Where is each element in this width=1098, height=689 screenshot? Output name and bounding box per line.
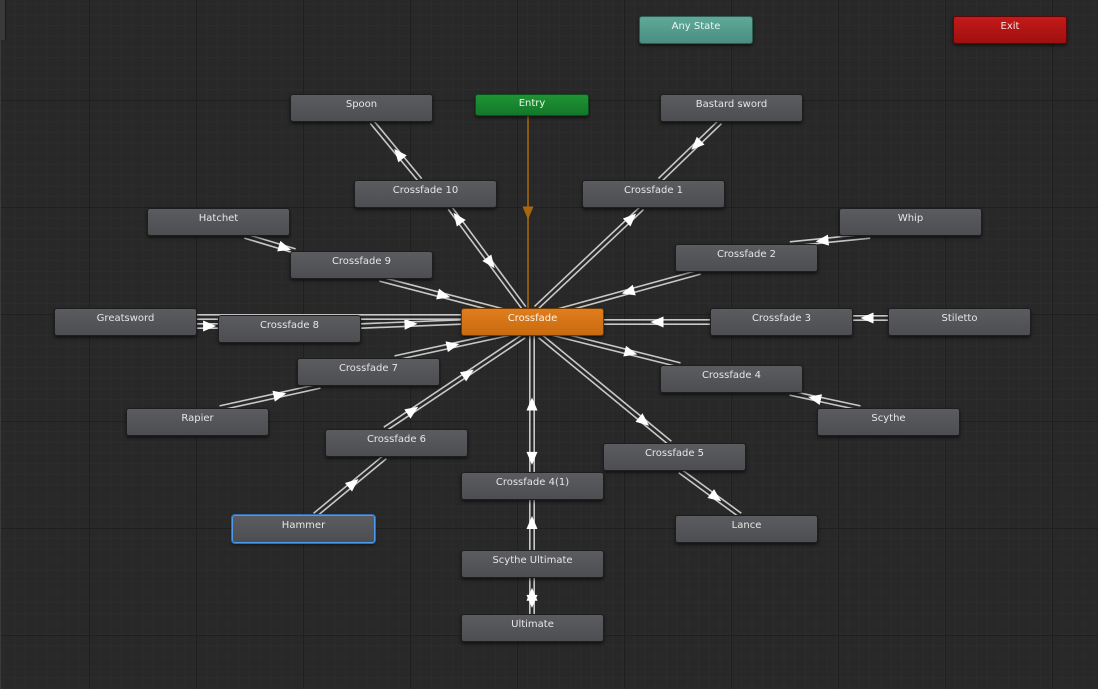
lance-crossfade5-line-2[interactable]	[678, 472, 740, 518]
spoon-crossfade10-line-2[interactable]	[373, 120, 423, 180]
crossfade3-stiletto-0-arrowhead	[860, 312, 874, 324]
state-crossfade-7[interactable]: Crossfade 7	[297, 358, 440, 386]
greatsword-crossfade8-0-arrowhead	[203, 320, 217, 332]
state-crossfade-6[interactable]: Crossfade 6	[325, 429, 468, 457]
panel-left-edge	[0, 40, 1, 689]
scytheultimate-crossfade41-0-arrowhead	[526, 516, 538, 529]
state-crossfade-5[interactable]: Crossfade 5	[603, 443, 746, 471]
bastardsword-crossfade1-line-2[interactable]	[660, 123, 723, 183]
crossfade7-crossfade-line-1[interactable]	[395, 331, 525, 361]
spoon-crossfade10-0-arrowhead	[394, 148, 407, 163]
state-whip[interactable]: Whip	[839, 208, 982, 236]
state-greatsword[interactable]: Greatsword	[54, 308, 197, 336]
crossfade6-crossfade-0-arrowhead	[404, 406, 419, 419]
state-crossfade-2[interactable]: Crossfade 2	[675, 244, 818, 272]
rapier-crossfade7-line-2[interactable]	[219, 383, 320, 407]
bastardsword-crossfade1-line-1[interactable]	[657, 119, 720, 179]
hatchet-crossfade9-line-2[interactable]	[245, 233, 296, 250]
hammer-crossfade6-0-arrowhead	[344, 478, 359, 492]
crossfade-crossfade5-0-arrowhead	[635, 413, 650, 426]
crossfade1-crossfade-0-arrowhead	[622, 213, 637, 227]
crossfade6-crossfade-1-arrowhead	[459, 369, 474, 382]
scythe-crossfade4-line-1[interactable]	[790, 390, 861, 407]
crossfade-crossfade4-line-2[interactable]	[539, 331, 680, 368]
crossfade10-crossfade-1-arrowhead	[482, 254, 495, 269]
state-stiletto[interactable]: Stiletto	[888, 308, 1031, 336]
state-crossfade-1[interactable]: Crossfade 1	[582, 180, 725, 208]
state-crossfade-10[interactable]: Crossfade 10	[354, 180, 497, 208]
state-crossfade-9[interactable]: Crossfade 9	[290, 251, 433, 279]
crossfade-crossfade3-0-arrowhead	[650, 316, 664, 328]
state-scythe[interactable]: Scythe	[817, 408, 960, 436]
crossfade-crossfade5-line-1[interactable]	[540, 333, 672, 442]
rapier-crossfade7-line-1[interactable]	[220, 387, 321, 411]
state-bastard-sword[interactable]: Bastard sword	[660, 94, 803, 122]
crossfade9-crossfade-line-2[interactable]	[380, 276, 523, 315]
crossfade2-crossfade-0-arrowhead	[621, 284, 636, 296]
state-crossfade-8[interactable]: Crossfade 8	[218, 315, 361, 343]
crossfade1-crossfade-line-2[interactable]	[536, 209, 645, 311]
crossfade-default-state[interactable]: Crossfade	[461, 308, 604, 336]
state-crossfade-4-1[interactable]: Crossfade 4(1)	[461, 472, 604, 500]
any-state-node[interactable]: Any State	[639, 16, 753, 44]
exit-node[interactable]: Exit	[953, 16, 1067, 44]
crossfade-crossfade5-line-2[interactable]	[538, 337, 670, 446]
state-crossfade-3[interactable]: Crossfade 3	[710, 308, 853, 336]
spoon-crossfade10-line-1[interactable]	[369, 122, 419, 182]
scythe-crossfade4-line-2[interactable]	[789, 394, 860, 411]
ultimate-scytheultimate-1-arrowhead	[526, 587, 538, 601]
entry-transition-arrowhead	[522, 206, 534, 220]
lance-crossfade5-line-1[interactable]	[680, 468, 742, 514]
state-scythe-ultimate[interactable]: Scythe Ultimate	[461, 550, 604, 578]
panel-tab-handle	[0, 0, 6, 40]
crossfade9-crossfade-0-arrowhead	[436, 288, 451, 300]
hatchet-crossfade9-line-1[interactable]	[244, 237, 295, 254]
rapier-crossfade7-0-arrowhead	[272, 390, 287, 402]
state-hammer[interactable]: Hammer	[232, 515, 375, 543]
crossfade41-crossfade-1-arrowhead	[526, 397, 538, 411]
scythe-crossfade4-0-arrowhead	[808, 394, 823, 406]
state-lance[interactable]: Lance	[675, 515, 818, 543]
state-hatchet[interactable]: Hatchet	[147, 208, 290, 236]
entry-node[interactable]: Entry	[475, 94, 589, 116]
crossfade8-crossfade-0-arrowhead	[404, 318, 418, 330]
hatchet-crossfade9-0-arrowhead	[277, 240, 292, 252]
crossfade7-crossfade-0-arrowhead	[445, 341, 460, 353]
crossfade-crossfade4-0-arrowhead	[623, 345, 638, 357]
crossfade2-crossfade-line-1[interactable]	[539, 269, 700, 315]
crossfade10-crossfade-0-arrowhead	[453, 212, 466, 227]
state-crossfade-4[interactable]: Crossfade 4	[660, 365, 803, 393]
lance-crossfade5-0-arrowhead	[707, 489, 722, 502]
whip-crossfade2-0-arrowhead	[815, 234, 830, 246]
state-rapier[interactable]: Rapier	[126, 408, 269, 436]
state-spoon[interactable]: Spoon	[290, 94, 433, 122]
bastardsword-crossfade1-0-arrowhead	[691, 136, 705, 150]
crossfade1-crossfade-line-1[interactable]	[533, 205, 642, 307]
state-ultimate[interactable]: Ultimate	[461, 614, 604, 642]
crossfade41-crossfade-0-arrowhead	[526, 451, 538, 465]
